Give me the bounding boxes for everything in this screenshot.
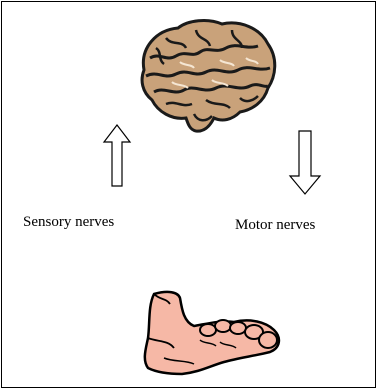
sensory-nerves-label: Sensory nerves — [23, 214, 114, 231]
arrow-down-icon — [288, 130, 322, 196]
arrow-up-icon — [102, 124, 132, 188]
foot-icon — [134, 288, 284, 378]
motor-nerves-label: Motor nerves — [235, 217, 315, 234]
brain-icon — [136, 18, 278, 136]
